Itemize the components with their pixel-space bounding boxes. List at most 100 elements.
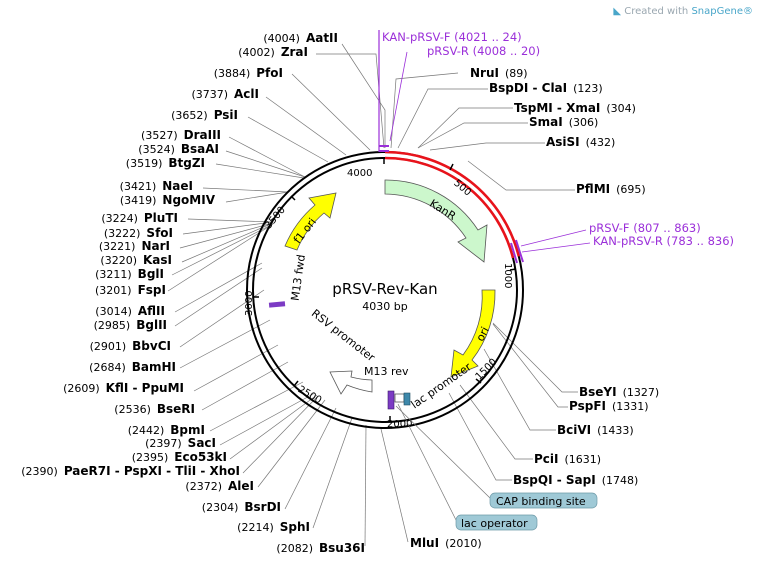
site-bspqi-pos: (1748) (602, 474, 639, 487)
tick-1000: 1000 (502, 263, 513, 288)
site-nrui-pos: (89) (505, 67, 528, 80)
primer-pRSV-R-label: pRSV-R (4008 .. 20) (427, 44, 540, 58)
site-btgzi-name: BtgZI (168, 156, 205, 170)
site-pflmi-pos: (695) (616, 183, 646, 196)
watermark-prefix: Created with (624, 6, 692, 17)
primer-kan-pRSV-R-label: KAN-pRSV-R (783 .. 836) (593, 234, 734, 248)
site-aflii-name: AflII (138, 304, 165, 318)
svg-text:(3527)DraIII: (3527) DraIII (141, 128, 221, 142)
svg-text:(3884)PfoI: (3884) PfoI (214, 66, 283, 80)
svg-text:BspQI - SapI(1748): BspQI - SapI (1748) (513, 473, 638, 487)
site-saci-pos: (2397) (145, 437, 182, 450)
site-naei-name: NaeI (162, 179, 193, 193)
site-paer7i-pos: (2390) (21, 465, 58, 478)
left-restriction-sites: (4004) AatII (4002) ZraI (3884) PfoI (3737)… (21, 31, 365, 555)
site-bbvci-name: BbvCI (132, 339, 171, 353)
m13-fwd-feature: M13 fwd (268, 254, 308, 308)
svg-text:(2609)KflI - PpuMI: (2609) KflI - PpuMI (63, 381, 184, 395)
kanr-region-highlight (384, 150, 521, 259)
primer-kan-pRSV-F-label: KAN-pRSV-F (4021 .. 24) (382, 30, 522, 44)
site-fspi-pos: (3201) (95, 284, 132, 297)
right-restriction-sites: MluI(2010) NruI(89) BspDI - ClaI(123) Ts… (410, 66, 659, 550)
site-fspi-name: FspI (138, 283, 166, 297)
svg-text:(2390)PaeR7I - PspXI - TliI -: (2390) PaeR7I - PspXI - TliI - XhoI (21, 464, 240, 478)
site-kasi-pos: (3220) (100, 254, 137, 267)
tick-4000: 4000 (347, 168, 372, 179)
site-pfoi-name: PfoI (256, 66, 283, 80)
svg-text:(3419)NgoMIV: (3419)NgoMIV (120, 193, 216, 207)
svg-text:(2082)Bsu36I: (2082) Bsu36I (276, 541, 365, 555)
site-smai-pos: (306) (569, 116, 599, 129)
tick-2000: 2000 (387, 419, 412, 430)
svg-text:(3737)AclI: (3737)AclI (191, 87, 259, 101)
site-sphi-name: SphI (280, 520, 310, 534)
site-pcii-pos: (1631) (565, 453, 602, 466)
svg-text:(3221)NarI: (3221)NarI (99, 239, 170, 253)
lac-operator-label: lac operator (461, 517, 528, 530)
svg-text:(2901)BbvCI: (2901) BbvCI (90, 339, 171, 353)
site-draiii-name: DraIII (184, 128, 221, 142)
site-kfli-pos: (2609) (63, 382, 100, 395)
svg-text:(3421)NaeI: (3421) NaeI (120, 179, 193, 193)
site-bsrdi-name: BsrDI (244, 500, 281, 514)
site-bspqi-name: BspQI - SapI (513, 473, 596, 487)
site-pflmi-name: PflMI (576, 182, 610, 196)
svg-text:PspFI(1331): PspFI(1331) (569, 399, 649, 413)
site-psii-pos: (3652) (171, 109, 208, 122)
site-bseri-name: BseRI (157, 402, 195, 416)
snapgene-watermark: ◣ Created with SnapGene® (613, 6, 753, 17)
site-pluti-pos: (3224) (101, 212, 138, 225)
plasmid-length: 4030 bp (362, 300, 407, 313)
svg-text:(2442)BpmI: (2442)BpmI (128, 423, 205, 437)
boxed-features: CAP binding site lac operator (395, 403, 598, 531)
site-draiii-pos: (3527) (141, 129, 178, 142)
site-zrai-name: ZraI (281, 45, 308, 59)
svg-text:(3201)FspI: (3201) FspI (95, 283, 166, 297)
site-eco53ki-name: Eco53kI (174, 450, 227, 464)
site-aflii-pos: (3014) (95, 305, 132, 318)
svg-text:BspDI - ClaI(123): BspDI - ClaI(123) (489, 81, 603, 95)
svg-text:(3519)BtgZI: (3519)BtgZI (126, 156, 205, 170)
site-kasi-name: KasI (143, 253, 172, 267)
site-zrai-pos: (4002) (238, 46, 275, 59)
site-asisi-pos: (432) (586, 136, 616, 149)
svg-text:BciVI(1433): BciVI(1433) (557, 423, 634, 437)
primer-pRSV-F-label: pRSV-F (807 .. 863) (589, 221, 701, 235)
site-kfli-name: KflI - PpuMI (106, 381, 184, 395)
site-mlui-name: MluI (410, 536, 439, 550)
site-bpmi-name: BpmI (170, 423, 205, 437)
site-bsu36i-pos: (2082) (276, 542, 313, 555)
site-aatii-pos: (4004) (263, 32, 300, 45)
site-paer7i-name: PaeR7I - PspXI - TliI - XhoI (64, 464, 240, 478)
site-bamhi-name: BamHI (132, 360, 176, 374)
svg-text:(3014)AflII: (3014) AflII (95, 304, 165, 318)
site-eco53ki-pos: (2395) (132, 451, 169, 464)
site-sphi-pos: (2214) (237, 521, 274, 534)
site-bsu36i-name: Bsu36I (319, 541, 365, 555)
site-aatii-name: AatII (306, 31, 338, 45)
plasmid-name: pRSV-Rev-Kan (332, 280, 437, 298)
svg-text:(2397)SacI: (2397) SacI (145, 436, 216, 450)
site-ngomiv-pos: (3419) (120, 194, 157, 207)
watermark-icon: ◣ (613, 6, 622, 17)
site-nrui-name: NruI (470, 66, 499, 80)
site-saci-name: SacI (188, 436, 216, 450)
site-acli-pos: (3737) (191, 88, 228, 101)
m13-rev-feature: M13 rev (364, 365, 409, 410)
svg-text:(2214)SphI: (2214) SphI (237, 520, 310, 534)
site-bbvci-pos: (2901) (90, 340, 127, 353)
site-bsrdi-pos: (2304) (202, 501, 239, 514)
svg-text:AsiSI(432): AsiSI(432) (546, 135, 615, 149)
site-sfoi-pos: (3222) (104, 227, 141, 240)
site-bsaai-pos: (3524) (138, 143, 175, 156)
site-pfoi-pos: (3884) (214, 67, 251, 80)
site-alei-pos: (2372) (185, 480, 222, 493)
site-bcivi-name: BciVI (557, 423, 591, 437)
site-bspdi-name: BspDI - ClaI (489, 81, 567, 95)
center-label: pRSV-Rev-Kan 4030 bp (332, 280, 437, 313)
svg-text:TspMI - XmaI(304): TspMI - XmaI(304) (514, 101, 636, 115)
site-bglii-name: BglII (136, 318, 167, 332)
svg-text:(2985)BglII: (2985)BglII (94, 318, 167, 332)
site-naei-pos: (3421) (120, 180, 157, 193)
